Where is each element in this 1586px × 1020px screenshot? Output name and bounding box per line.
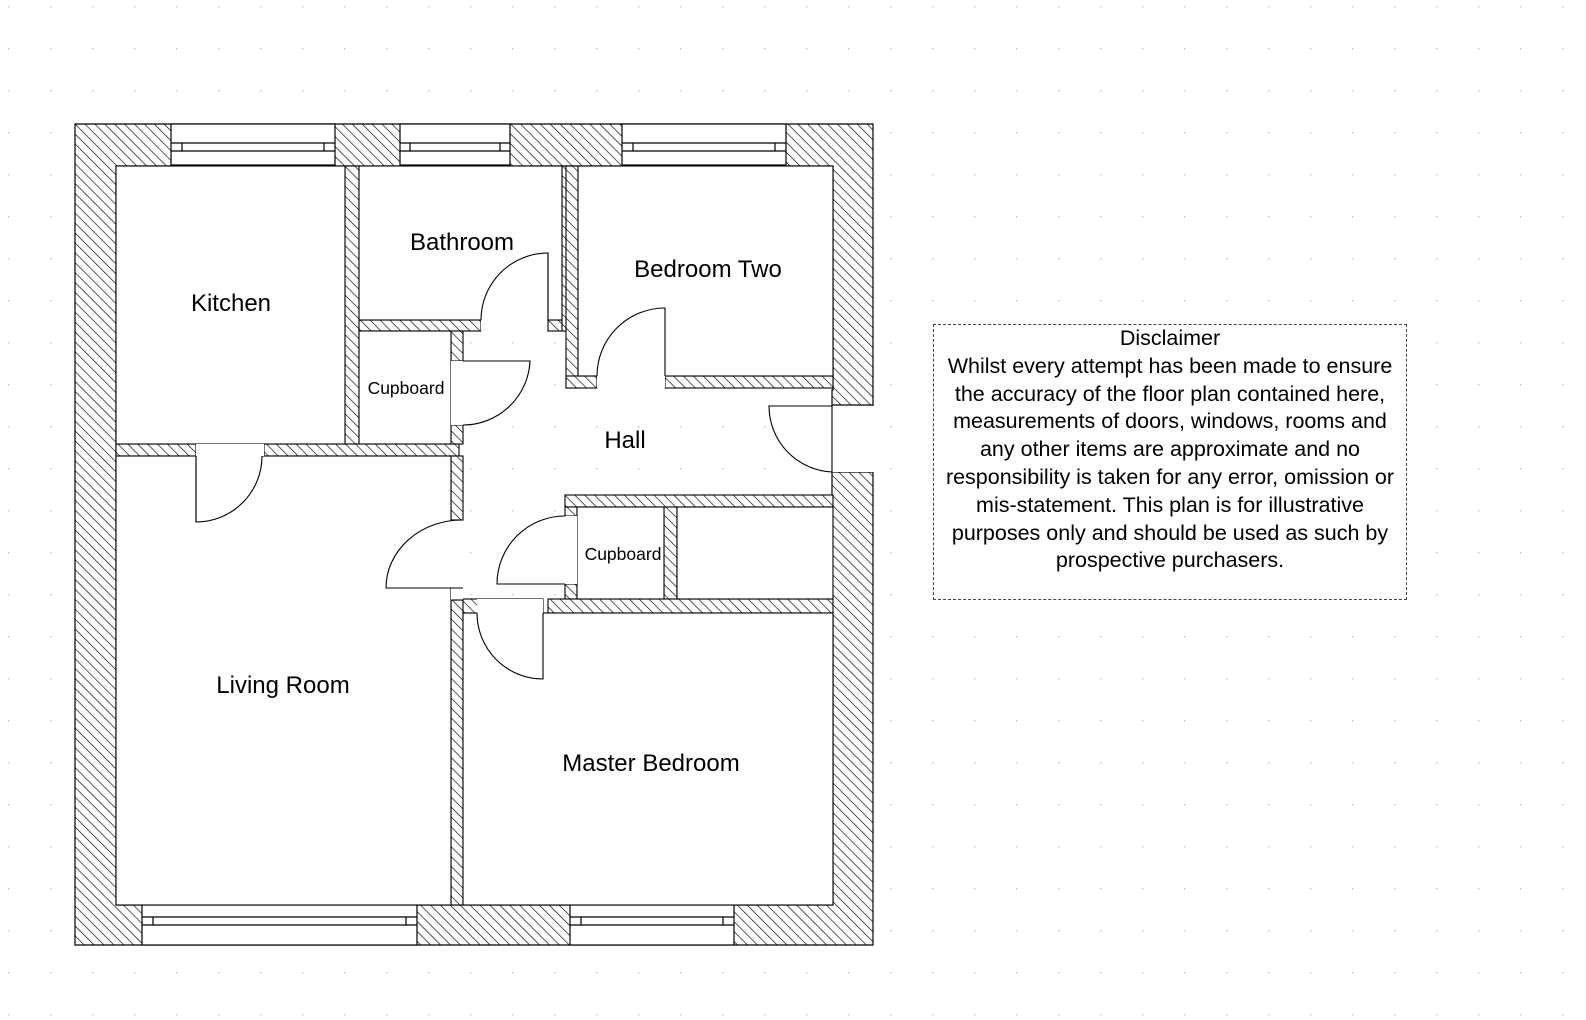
window-kitchen: [170, 123, 336, 166]
door-kitchen: [195, 444, 264, 523]
window-living-room: [141, 904, 418, 946]
store-area: [676, 506, 834, 600]
door-living-room: [385, 519, 464, 601]
doors: [195, 252, 833, 680]
room-fills: [115, 165, 834, 906]
label-hall: Hall: [604, 427, 645, 454]
disclaimer-box: Disclaimer Whilst every attempt has been…: [933, 324, 1407, 600]
label-bedroom-two: Bedroom Two: [634, 256, 782, 283]
disclaimer-title: Disclaimer: [1119, 326, 1221, 350]
label-bathroom: Bathroom: [410, 229, 514, 256]
door-bedroom-two: [596, 307, 666, 388]
label-kitchen: Kitchen: [191, 290, 271, 317]
label-cupboard-upper: Cupboard: [368, 378, 445, 398]
windows: [141, 123, 787, 946]
interior-walls: [115, 165, 834, 906]
cupboard-lower-area: [576, 506, 665, 600]
label-master-bedroom: Master Bedroom: [562, 750, 739, 777]
disclaimer-text: Whilst every attempt has been made to en…: [945, 353, 1395, 573]
entrance-opening: [832, 406, 874, 472]
label-cupboard-lower: Cupboard: [585, 544, 662, 564]
door-bathroom: [480, 252, 549, 331]
kitchen-area: [115, 165, 346, 445]
door-cupboard-upper: [451, 360, 531, 426]
living-room-area: [115, 455, 452, 906]
room-labels: Kitchen Bathroom Bedroom Two Cupboard Ha…: [191, 229, 782, 777]
door-entrance: [768, 405, 833, 473]
door-master-bedroom: [476, 599, 544, 680]
window-bedroom-two: [621, 123, 787, 166]
door-cupboard-lower: [496, 515, 577, 585]
label-living-room: Living Room: [216, 672, 349, 699]
window-bathroom: [399, 123, 511, 166]
window-master-bedroom: [569, 904, 735, 946]
